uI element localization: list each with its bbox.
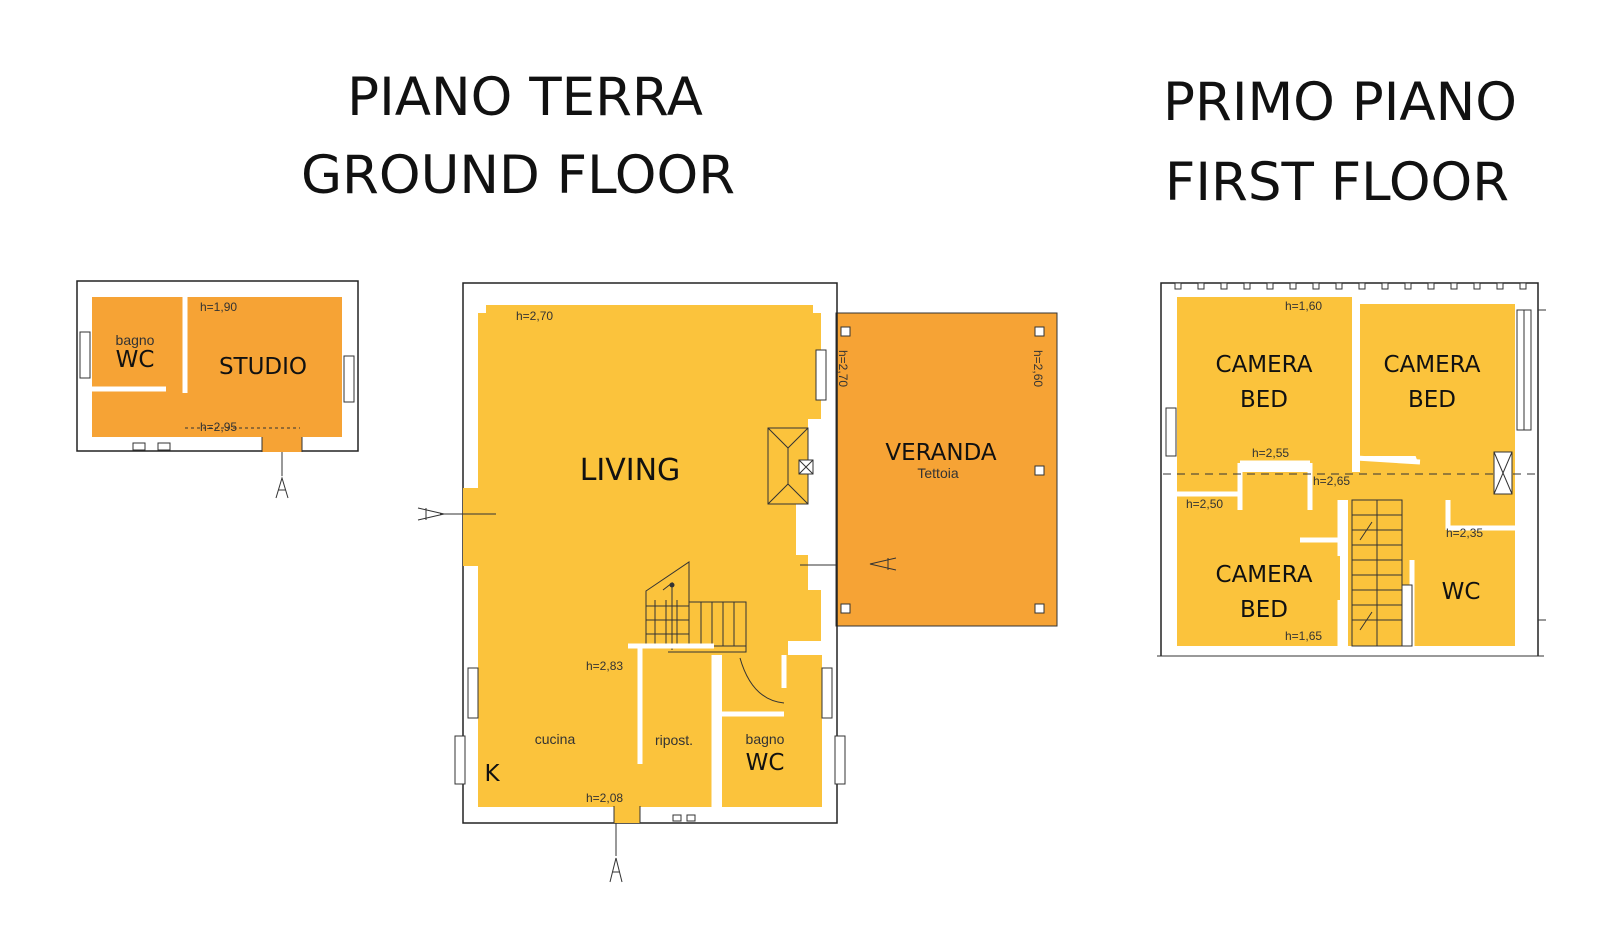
first-title-it: PRIMO PIANO xyxy=(1163,72,1517,133)
bed3-label-it: CAMERA xyxy=(1216,562,1313,588)
kitchen-floor xyxy=(478,655,714,807)
kitchen-height: h=2,83 xyxy=(586,659,623,673)
bed1-label-en: BED xyxy=(1240,387,1288,413)
first-height-1: h=1,60 xyxy=(1285,299,1322,313)
bagno-label: bagno xyxy=(746,731,785,747)
fireplace-height: h=2,70 xyxy=(836,350,850,387)
staircase xyxy=(645,561,747,653)
annex-window-left xyxy=(79,331,91,379)
annex-wc-label: WC xyxy=(116,347,155,373)
annex-height-1: h=1,90 xyxy=(200,300,237,314)
bagno-wc-label: WC xyxy=(746,750,785,776)
roof-ticks xyxy=(1174,282,1527,290)
veranda-area xyxy=(835,312,1058,627)
studio-label: STUDIO xyxy=(219,354,307,380)
veranda-height: h=2,60 xyxy=(1031,350,1045,387)
first-height-3: h=2,65 xyxy=(1313,474,1350,488)
living-height: h=2,70 xyxy=(516,309,553,323)
bagno-door-swing xyxy=(739,657,785,704)
first-staircase xyxy=(1351,499,1413,647)
bed3-label-en: BED xyxy=(1240,597,1288,623)
first-wc-label: WC xyxy=(1442,579,1481,605)
bed2-label-en: BED xyxy=(1408,387,1456,413)
bed1-label-it: CAMERA xyxy=(1216,352,1313,378)
veranda-entry-arrow-icon xyxy=(869,557,897,571)
west-entry-arrow-icon xyxy=(417,507,445,521)
kitchen-k-label: K xyxy=(484,761,500,787)
entry-height: h=2,08 xyxy=(586,791,623,805)
ground-title-it: PIANO TERRA xyxy=(347,67,703,128)
living-room-floor xyxy=(463,305,821,655)
annex-plan: h=1,90 h=2,95 bagno WC STUDIO xyxy=(76,280,359,499)
annex-outer-wall xyxy=(76,280,359,452)
bagno-window xyxy=(821,667,833,719)
first-height-4: h=2,50 xyxy=(1186,497,1223,511)
first-title-en: FIRST FLOOR xyxy=(1165,152,1509,213)
annex-bagno-label: bagno xyxy=(116,332,155,348)
first-window-west xyxy=(1165,407,1177,457)
wc-floor xyxy=(1420,500,1515,646)
ground-title-en: GROUND FLOOR xyxy=(301,145,735,206)
bed2-label-it: CAMERA xyxy=(1384,352,1481,378)
ripost-label: ripost. xyxy=(655,732,693,748)
cucina-label: cucina xyxy=(535,731,576,747)
bagno-floor xyxy=(722,655,822,807)
annex-floor xyxy=(92,297,342,437)
bed1-floor xyxy=(1177,297,1352,494)
veranda-label: VERANDA xyxy=(885,440,997,466)
south-entry-arrow-icon xyxy=(609,857,623,883)
first-height-6: h=1,65 xyxy=(1285,629,1322,643)
main-window-east xyxy=(815,349,827,401)
annex-height-2: h=2,95 xyxy=(200,420,237,434)
first-height-2: h=2,55 xyxy=(1252,446,1289,460)
annex-window-right xyxy=(343,355,355,403)
annex-entry-arrow-icon xyxy=(275,476,289,499)
first-height-5: h=2,35 xyxy=(1446,526,1483,540)
annex-door-opening xyxy=(262,436,302,452)
living-label: LIVING xyxy=(580,453,681,488)
veranda-sub-label: Tettoia xyxy=(917,465,958,481)
first-outer-wall xyxy=(1160,282,1539,656)
first-floor-plan: h=1,60 CAMERA BED CAMERA BED h=2,55 h=2,… xyxy=(1157,282,1546,657)
main-plan: h=2,70 h=2,70 h=2,60 LIVING VERANDA Tett… xyxy=(417,282,1058,883)
kitchen-window xyxy=(467,667,479,719)
